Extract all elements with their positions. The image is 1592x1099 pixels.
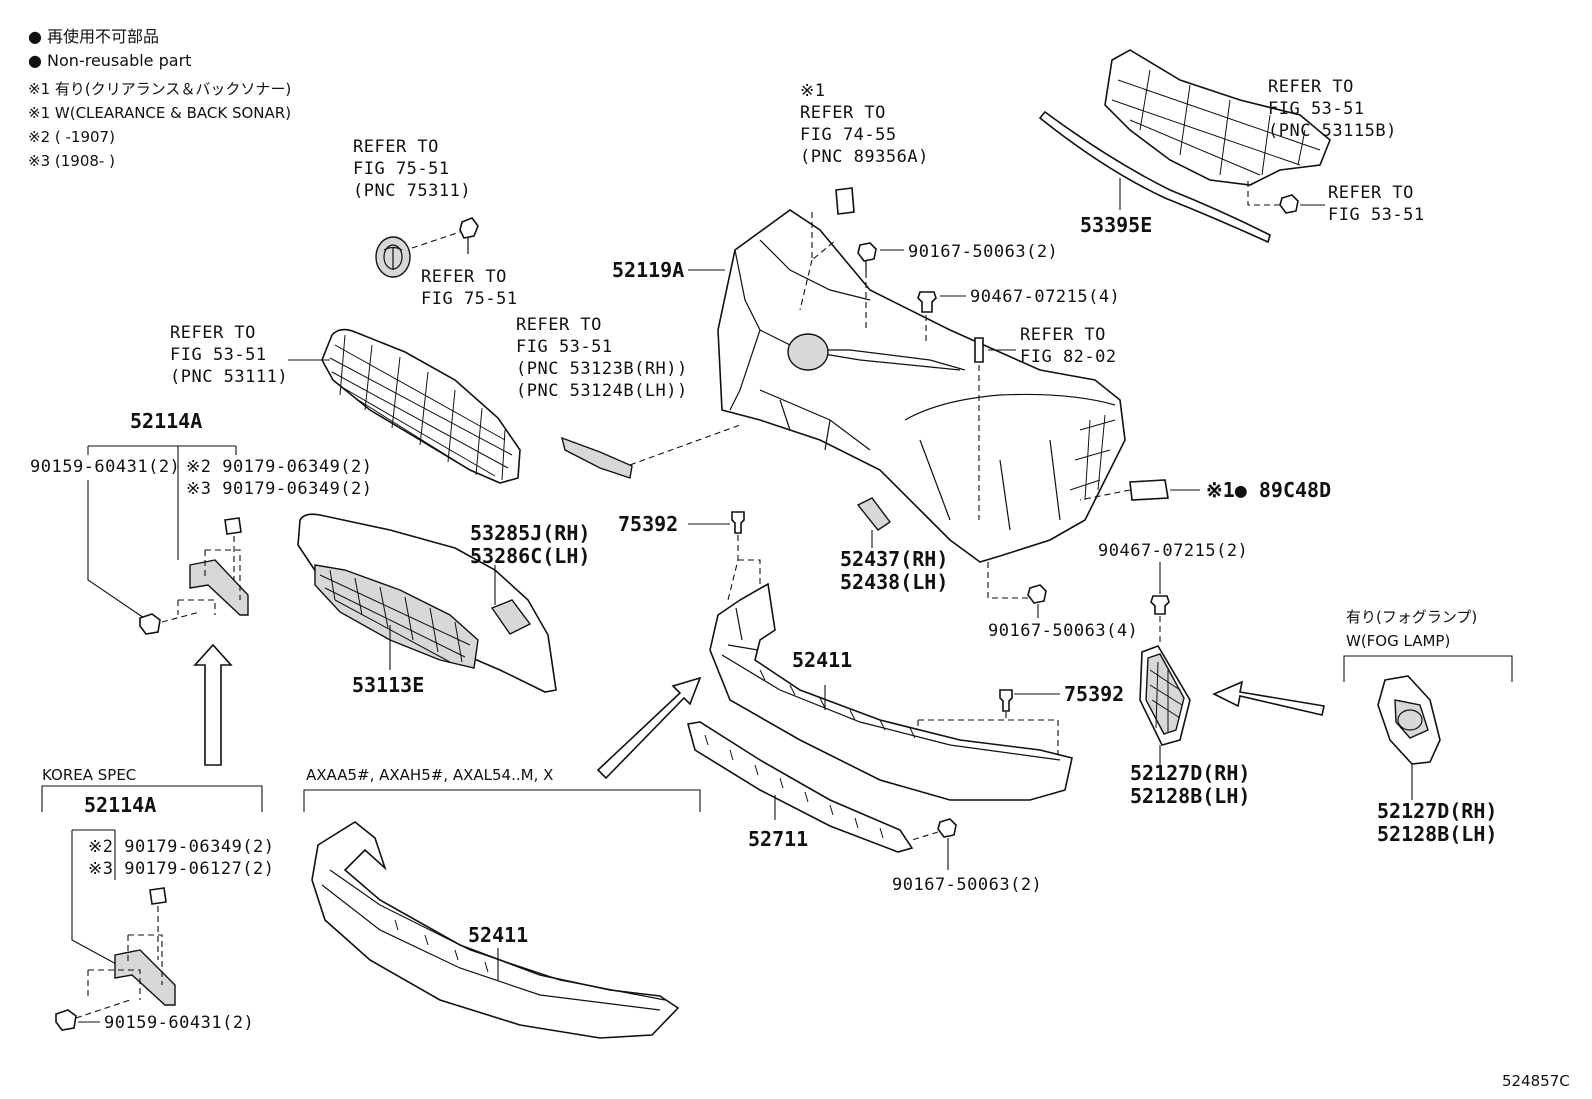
part-90167-50063-low: 90167-50063(2) — [892, 875, 1042, 895]
arrow-diagonal-icon — [596, 676, 702, 780]
bumper-emblem-icon — [787, 333, 829, 371]
korea-bolt-icon — [55, 1009, 77, 1031]
arrow-up-icon — [193, 643, 233, 766]
refer-fig-74-55: ※1 REFER TO FIG 74-55 (PNC 89356A) — [800, 81, 929, 167]
refer-fig-53-51-grille: REFER TO FIG 53-51 (PNC 53111) — [170, 323, 288, 387]
part-52114A-korea: 52114A — [84, 793, 156, 817]
part-52411-alt: 52411 — [468, 923, 528, 947]
clip-90467-mid-icon — [1150, 595, 1170, 615]
screw-90167-low-icon — [937, 818, 957, 838]
part-90179-06127-korea: ※3 90179-06127(2) — [88, 859, 275, 879]
legend: ● 再使用不可部品 ● Non-reusable part ※1 有り(クリアラ… — [28, 27, 291, 170]
part-53286C: 53286C(LH) — [470, 544, 590, 568]
bumper-cover-part — [717, 209, 1126, 563]
clip-nut-icon — [224, 517, 242, 535]
part-52127D-rh-fog: 52127D(RH) — [1377, 799, 1497, 823]
refer-fig-53-51-top: REFER TO FIG 53-51 (PNC 53115B) — [1268, 77, 1397, 141]
bracket-bolt-icon — [139, 613, 161, 635]
part-90159-60431-korea: 90159-60431(2) — [104, 1013, 254, 1033]
legend-note3: ※3 (1908- ) — [28, 152, 115, 170]
group-korea-spec: KOREA SPEC — [42, 766, 136, 784]
part-90467-07215-mid: 90467-07215(2) — [1098, 541, 1248, 561]
emblem-bolt-icon — [459, 217, 479, 239]
extension-52437-icon — [856, 497, 892, 531]
clip-fig-53-51-icon — [1279, 194, 1299, 214]
energy-absorber-part — [1104, 49, 1331, 186]
part-90167-50063-mid: 90167-50063(4) — [988, 621, 1138, 641]
lower-grille-part — [297, 513, 557, 693]
part-52437: 52437(RH) — [840, 547, 948, 571]
screw-90167-mid-icon — [1027, 584, 1047, 604]
part-52119A: 52119A — [612, 258, 684, 282]
lower-spoiler-alt-part — [311, 821, 680, 1039]
part-52411-upper: 52411 — [792, 648, 852, 672]
clip-90467-top-icon — [917, 291, 937, 313]
clip-75392-lower-icon — [999, 689, 1013, 712]
part-90159-60431-top: 90159-60431(2) — [30, 457, 180, 477]
group-axaa: AXAA5#, AXAH5#, AXAL54..M, X — [306, 766, 553, 784]
refer-fig-75-51-bolt: REFER TO FIG 75-51 — [421, 267, 518, 309]
part-90179-06349-korea: ※2 90179-06349(2) — [88, 837, 275, 857]
refer-fig-75-51-emblem: REFER TO FIG 75-51 (PNC 75311) — [353, 137, 471, 201]
legend-note2: ※2 ( -1907) — [28, 128, 115, 146]
part-52127D-rh: 52127D(RH) — [1130, 761, 1250, 785]
refer-fig-53-51-clip: REFER TO FIG 53-51 — [1328, 183, 1425, 225]
group-fog-en: W(FOG LAMP) — [1346, 632, 1450, 650]
clip-75392-upper-icon — [731, 511, 745, 534]
part-52711: 52711 — [748, 827, 808, 851]
trim-strip-icon — [560, 436, 633, 479]
lower-absorber-part — [686, 721, 914, 853]
part-52128B-lh: 52128B(LH) — [1130, 784, 1250, 808]
refer-fig-53-51-trim: REFER TO FIG 53-51 (PNC 53123B(RH)) (PNC… — [516, 315, 699, 401]
part-90179-06349-s2: ※2 90179-06349(2) — [186, 457, 373, 477]
part-52114A: 52114A — [130, 409, 202, 433]
part-75392-upper: 75392 — [618, 512, 678, 536]
part-90467-07215-top: 90467-07215(4) — [970, 287, 1120, 307]
clip-nut-korea-icon — [149, 887, 167, 905]
fog-lamp-bezel-part — [1377, 675, 1441, 765]
legend-nonreusable-en: ● Non-reusable part — [28, 51, 191, 70]
part-53285J: 53285J(RH) — [470, 521, 590, 545]
part-53113E: 53113E — [352, 673, 424, 697]
screw-90167-top-icon — [857, 242, 877, 262]
garnish-53285J-icon — [490, 599, 532, 635]
part-90167-50063-top: 90167-50063(2) — [908, 242, 1058, 262]
part-52128B-lh-fog: 52128B(LH) — [1377, 822, 1497, 846]
lower-spoiler-part — [709, 582, 1073, 801]
illustration-id: 524857C — [1502, 1072, 1570, 1090]
sonar-pad-icon — [835, 187, 855, 215]
legend-nonreusable-jp: ● 再使用不可部品 — [28, 27, 159, 46]
bracket-korea-icon — [114, 949, 176, 1006]
legend-note1-jp: ※1 有り(クリアランス＆バックソナー) — [28, 80, 291, 98]
emblem-part — [375, 217, 479, 278]
bracket-52114A-icon — [189, 559, 249, 616]
part-90179-06349-s3: ※3 90179-06349(2) — [186, 479, 373, 499]
part-75392-lower: 75392 — [1064, 682, 1124, 706]
sonar-sensor-89C48D-icon — [1129, 479, 1169, 501]
group-fog-jp: 有り(フォグランプ) — [1346, 608, 1477, 626]
part-89C48D: ※1● 89C48D — [1206, 478, 1331, 502]
part-53395E: 53395E — [1080, 213, 1152, 237]
upper-grille-part — [321, 328, 521, 484]
arrow-left-icon — [1212, 680, 1325, 716]
refer-fig-82-02: REFER TO FIG 82-02 — [1020, 325, 1117, 367]
retainer-strip-icon — [1038, 110, 1271, 244]
part-52438: 52438(LH) — [840, 570, 948, 594]
seal-pad-icon — [974, 337, 984, 363]
fog-cover-part — [1139, 645, 1191, 746]
legend-note1-en: ※1 W(CLEARANCE & BACK SONAR) — [28, 104, 291, 122]
